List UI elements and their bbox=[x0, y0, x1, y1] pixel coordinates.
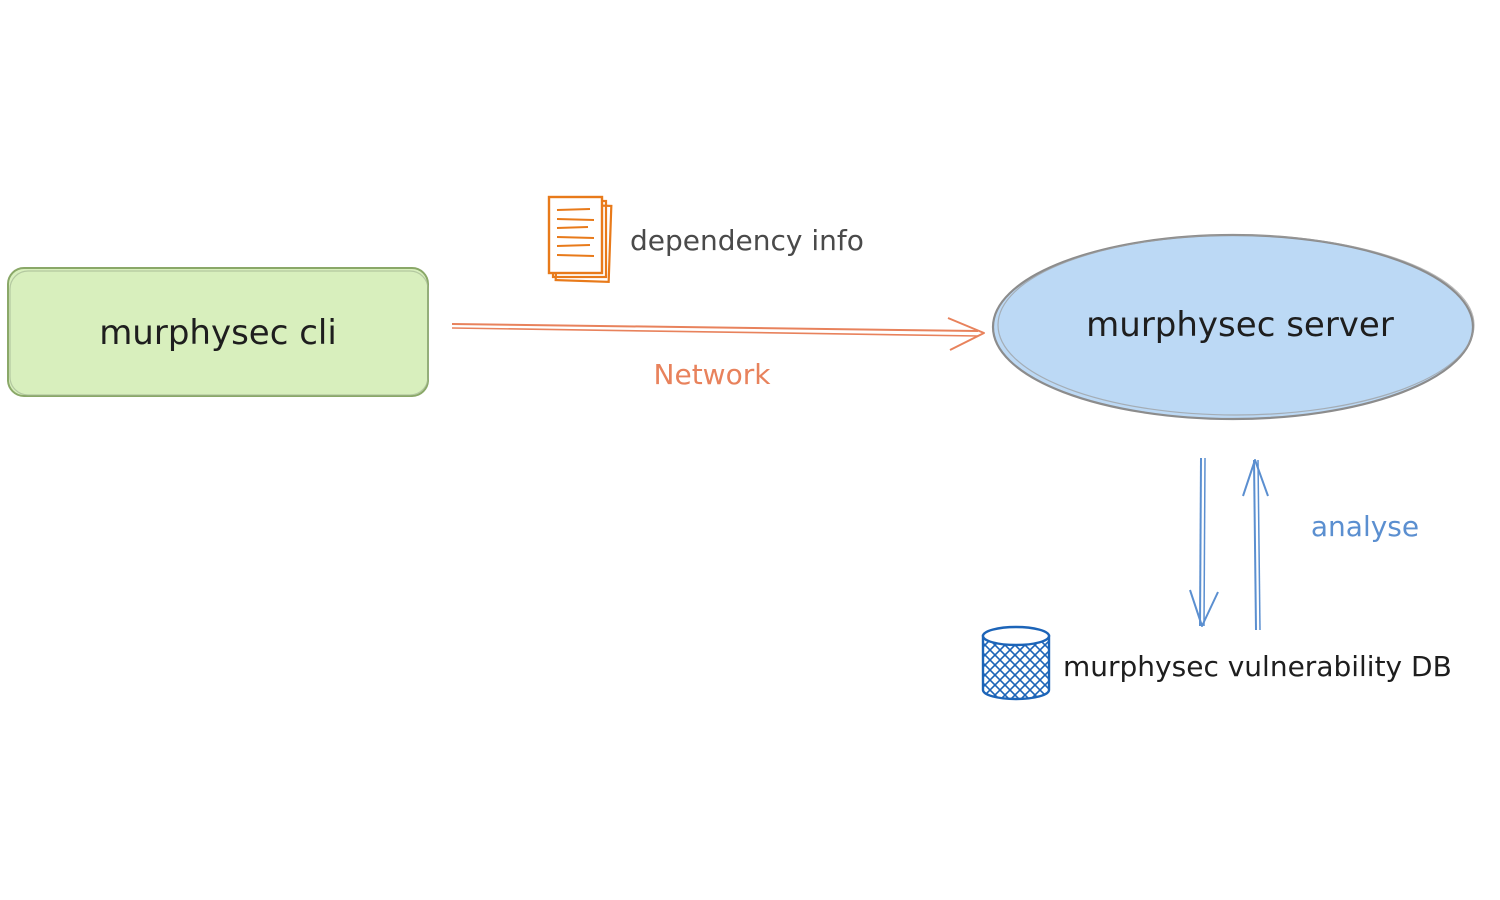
document-stack-icon bbox=[547, 195, 613, 284]
analyse-label: analyse bbox=[1311, 510, 1419, 543]
server-node[interactable]: murphysec server bbox=[991, 233, 1475, 421]
cli-node[interactable]: murphysec cli bbox=[7, 267, 429, 397]
analyse-up-arrow: analyse bbox=[1242, 459, 1419, 631]
cli-label: murphysec cli bbox=[99, 313, 337, 353]
network-arrow: Network bbox=[451, 317, 985, 391]
database-label: murphysec vulnerability DB bbox=[1063, 650, 1452, 683]
dependency-info-label: dependency info bbox=[630, 224, 864, 257]
server-label: murphysec server bbox=[1086, 305, 1394, 345]
database-cylinder-icon bbox=[981, 625, 1051, 701]
query-down-arrow bbox=[1189, 457, 1219, 627]
network-label: Network bbox=[654, 358, 772, 391]
